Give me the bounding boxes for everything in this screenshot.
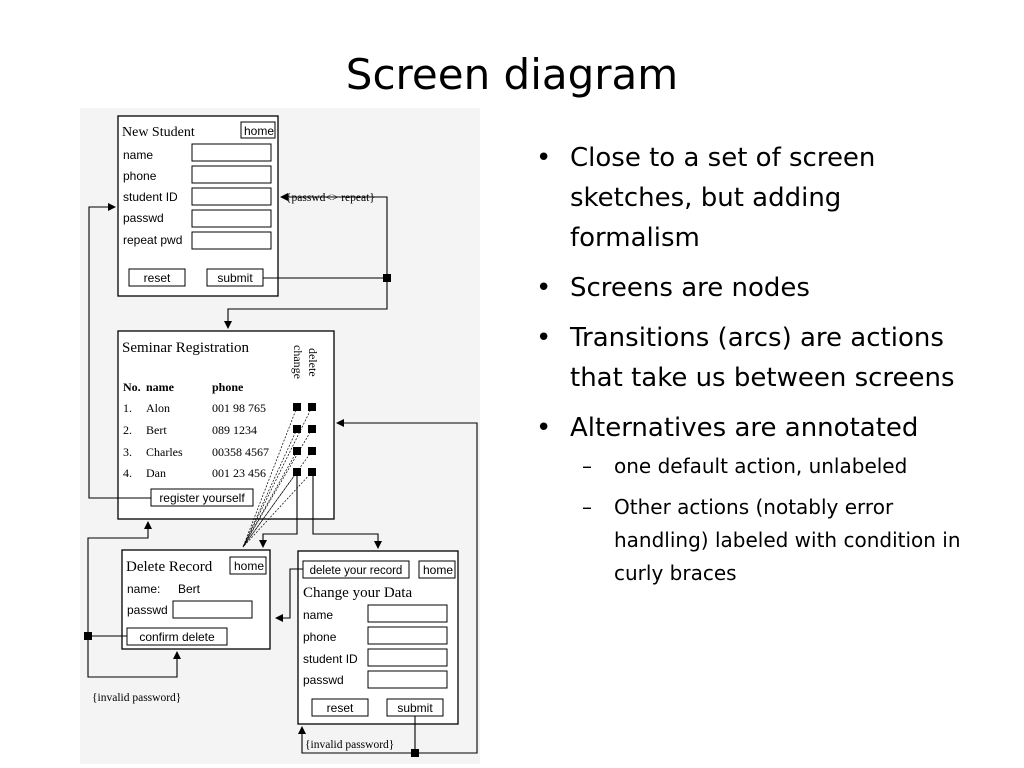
row-3-name: Charles (146, 445, 183, 459)
row-2-no: 2. (123, 423, 132, 437)
confirm-delete-label: confirm delete (139, 630, 215, 644)
field-label-student-id: student ID (123, 190, 178, 204)
repeat-pwd-input[interactable] (191, 231, 272, 250)
row-1-name: Alon (146, 401, 170, 415)
row-3-phone: 00358 4567 (212, 445, 269, 459)
row-2-name: Bert (146, 423, 167, 437)
arc-delete-to-change-data (312, 476, 382, 549)
seminar-registration-screen: Seminar Registration No. name phone chan… (117, 330, 335, 520)
new-student-reset-button[interactable] (128, 268, 186, 287)
cd-label-passwd: passwd (303, 673, 344, 687)
bullet-4: Alternatives are annotated (530, 408, 970, 448)
col-name: name (146, 380, 175, 394)
arc-register-to-new-student (88, 203, 151, 499)
arc-passwd-mismatch (280, 193, 388, 274)
cd-student-id-input[interactable] (367, 648, 448, 667)
new-student-screen: New Student home name phone student ID p… (117, 115, 279, 297)
row-4-phone: 001 23 456 (212, 466, 266, 480)
delete-passwd-label: passwd (127, 603, 168, 617)
seminar-title: Seminar Registration (122, 340, 250, 356)
bullet-list: Close to a set of screen sketches, but a… (530, 138, 970, 590)
change-data-screen: delete your record home Change your Data… (297, 550, 459, 725)
col-no: No. (123, 380, 141, 394)
field-label-phone: phone (123, 169, 157, 183)
passwd-input[interactable] (191, 209, 272, 228)
delete-your-record-label: delete your record (310, 565, 403, 577)
sub-bullet-1: one default action, unlabeled (530, 450, 970, 483)
row-1-phone: 001 98 765 (212, 401, 266, 415)
sub-bullet-2: Other actions (notably error handling) l… (530, 491, 970, 590)
transitions (87, 193, 478, 754)
name-input[interactable] (191, 143, 272, 162)
decision-node-bottom (411, 749, 419, 757)
phone-input[interactable] (191, 165, 272, 184)
field-label-name: name (123, 148, 153, 162)
cd-reset-button[interactable] (311, 698, 369, 717)
cd-passwd-input[interactable] (367, 670, 448, 689)
new-student-reset-label: reset (144, 271, 171, 285)
arc-node-to-seminar (224, 282, 388, 329)
cd-phone-input[interactable] (367, 626, 448, 645)
row-4-name: Dan (146, 466, 166, 480)
col-change: change (291, 345, 305, 379)
annotation-invalid-left: {invalid password} (92, 692, 181, 704)
cd-label-student-id: student ID (303, 652, 358, 666)
field-label-repeat-pwd: repeat pwd (123, 233, 182, 247)
change-data-home-button[interactable]: home (423, 563, 453, 577)
new-student-home-button[interactable]: home (244, 124, 274, 138)
cd-label-phone: phone (303, 630, 337, 644)
annotation-invalid-bottom: {invalid password} (305, 739, 394, 751)
row-2-phone: 089 1234 (212, 423, 257, 437)
fan-lines (242, 406, 313, 548)
delete-name-label: name: (127, 582, 160, 596)
delete-record-screen: Delete Record home name: Bert passwd con… (121, 549, 271, 650)
cd-reset-label: reset (327, 701, 354, 715)
annotation-passwd-repeat: {passwd<> repeat} (286, 192, 375, 204)
arc-delete-your-record (275, 568, 303, 622)
arc-invalid-to-delete (87, 640, 181, 678)
delete-name-value: Bert (178, 582, 201, 596)
delete-record-title: Delete Record (126, 559, 213, 575)
cd-submit-label: submit (397, 701, 433, 715)
arc-left-node-to-seminar (87, 521, 152, 632)
delete-passwd-input[interactable] (172, 600, 253, 619)
arc-change-to-delete-record (259, 476, 298, 548)
cd-label-name: name (303, 608, 333, 622)
slide-title: Screen diagram (345, 50, 679, 99)
delete-record-home-button[interactable]: home (234, 559, 264, 573)
row-4-no: 4. (123, 466, 132, 480)
bullet-1: Close to a set of screen sketches, but a… (530, 138, 970, 258)
student-id-input[interactable] (191, 187, 272, 206)
col-phone: phone (212, 380, 244, 394)
cd-name-input[interactable] (367, 604, 448, 623)
decision-node-top (383, 274, 391, 282)
bullet-3: Transitions (arcs) are actions that take… (530, 318, 970, 398)
col-delete: delete (306, 348, 320, 377)
new-student-submit-label: submit (217, 271, 253, 285)
new-student-title: New Student (122, 125, 195, 140)
row-3-no: 3. (123, 445, 132, 459)
bullet-2: Screens are nodes (530, 268, 970, 308)
row-1-no: 1. (123, 401, 132, 415)
register-yourself-label: register yourself (159, 491, 245, 505)
decision-node-left (84, 632, 92, 640)
arc-node-to-seminar-right (336, 419, 478, 754)
change-data-title: Change your Data (303, 585, 412, 601)
field-label-passwd: passwd (123, 211, 164, 225)
arc-invalid-to-change (298, 726, 411, 754)
